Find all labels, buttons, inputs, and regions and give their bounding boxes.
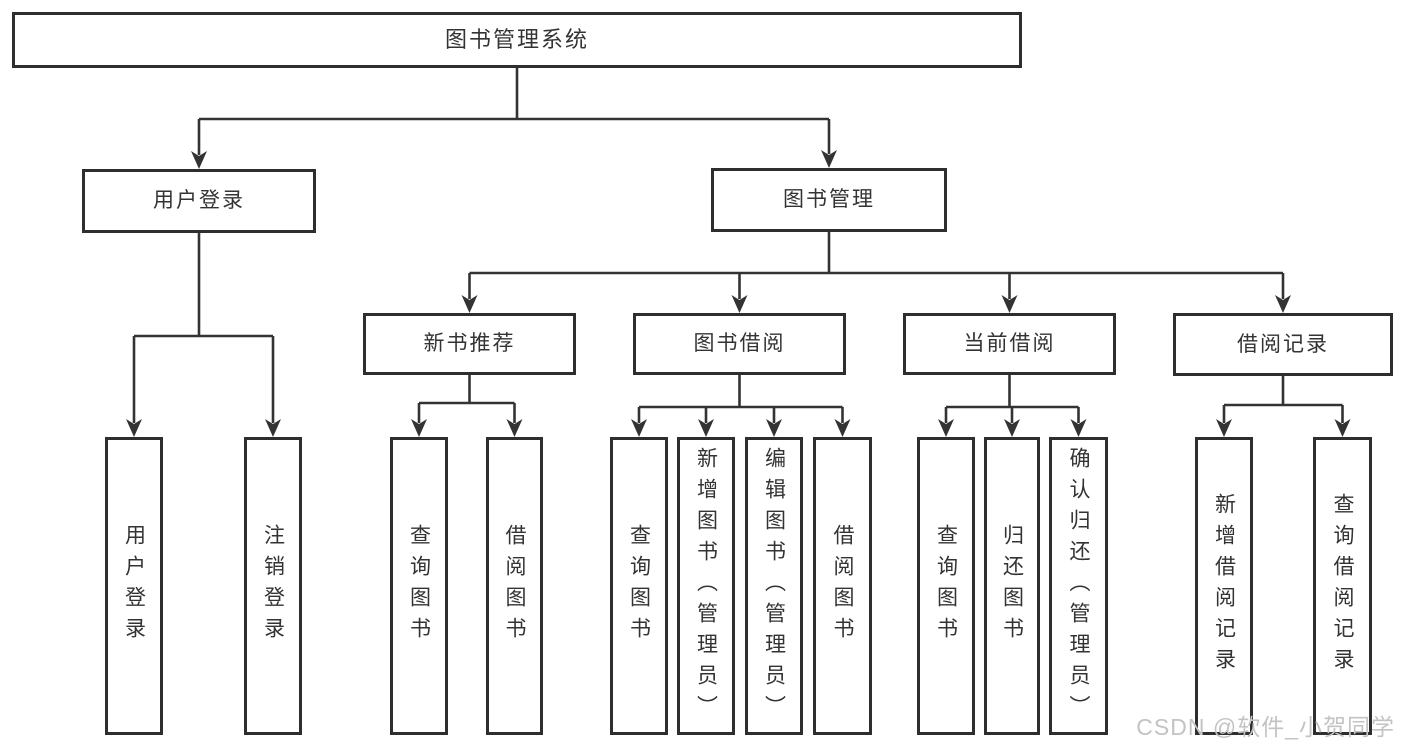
node-label: 确认归还（管理员） — [1067, 446, 1090, 726]
node-borrow-record: 借阅记录 — [1173, 313, 1393, 376]
node-cb-return: 归还图书 — [984, 437, 1040, 735]
node-nb-borrow: 借阅图书 — [486, 437, 543, 735]
node-bb-add: 新增图书（管理员） — [677, 437, 735, 735]
node-label: 归还图书 — [1000, 524, 1024, 648]
node-do-logout: 注销登录 — [244, 437, 302, 735]
node-book-mgmt: 图书管理 — [711, 168, 947, 232]
node-label: 用户登录 — [153, 189, 245, 213]
node-label: 注销登录 — [261, 524, 285, 648]
node-bb-query: 查询图书 — [610, 437, 668, 735]
node-label: 借阅图书 — [831, 524, 854, 648]
node-label: 当前借阅 — [963, 332, 1056, 356]
node-nb-query: 查询图书 — [390, 437, 448, 735]
node-cb-confirm: 确认归还（管理员） — [1049, 437, 1108, 735]
node-label: 新书推荐 — [423, 332, 516, 356]
node-label: 新增图书（管理员） — [694, 446, 718, 726]
node-bb-edit: 编辑图书（管理员） — [745, 437, 803, 735]
node-label: 查询图书 — [934, 524, 958, 648]
node-label: 图书管理 — [783, 188, 875, 212]
node-label: 借阅记录 — [1237, 332, 1329, 356]
node-bb-borrow: 借阅图书 — [813, 437, 872, 735]
node-label: 编辑图书（管理员） — [762, 446, 786, 726]
node-book-borrow: 图书借阅 — [633, 313, 846, 375]
node-label: 借阅图书 — [503, 524, 526, 648]
node-cb-query: 查询图书 — [917, 437, 975, 735]
node-root: 图书管理系统 — [12, 12, 1022, 68]
node-label: 用户登录 — [122, 524, 146, 648]
node-new-book: 新书推荐 — [363, 313, 576, 375]
node-label: 图书管理系统 — [444, 26, 589, 52]
node-do-login: 用户登录 — [105, 437, 163, 735]
node-user-login: 用户登录 — [82, 169, 316, 233]
node-br-query: 查询借阅记录 — [1313, 437, 1372, 735]
node-label: 查询图书 — [407, 524, 431, 648]
node-br-add: 新增借阅记录 — [1195, 437, 1253, 735]
node-label: 图书借阅 — [693, 332, 786, 356]
node-label: 查询借阅记录 — [1331, 493, 1354, 679]
node-label: 新增借阅记录 — [1212, 493, 1236, 679]
node-current-borrow: 当前借阅 — [903, 313, 1116, 375]
node-label: 查询图书 — [627, 524, 651, 648]
